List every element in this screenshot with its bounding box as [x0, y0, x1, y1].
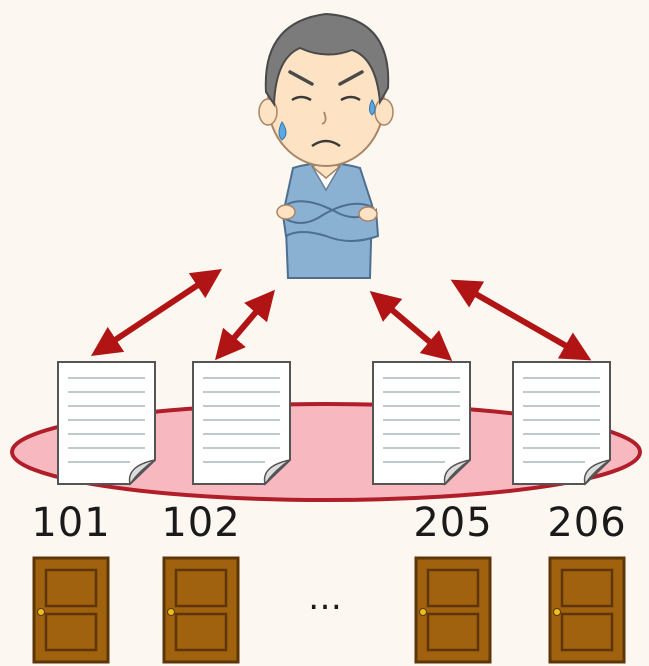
document-icon: [193, 362, 290, 484]
room-number-label: 101: [16, 500, 126, 546]
door-icon: [164, 558, 238, 662]
document-icon: [373, 362, 470, 484]
room-number-label: 102: [146, 500, 256, 546]
worried-man-icon: [259, 14, 393, 278]
room-number-label: 205: [398, 500, 508, 546]
document-icon: [58, 362, 155, 484]
door-icon: [550, 558, 624, 662]
document-icon: [513, 362, 610, 484]
arrow-to-doc-2: [222, 298, 268, 352]
ellipsis-text: …: [295, 578, 355, 618]
arrow-to-doc-1: [100, 275, 213, 350]
arrows: [100, 275, 582, 355]
arrow-to-doc-4: [460, 285, 582, 355]
room-number-label: 206: [532, 500, 642, 546]
door-icon: [416, 558, 490, 662]
door-icon: [34, 558, 108, 662]
arrow-to-doc-3: [378, 298, 444, 354]
